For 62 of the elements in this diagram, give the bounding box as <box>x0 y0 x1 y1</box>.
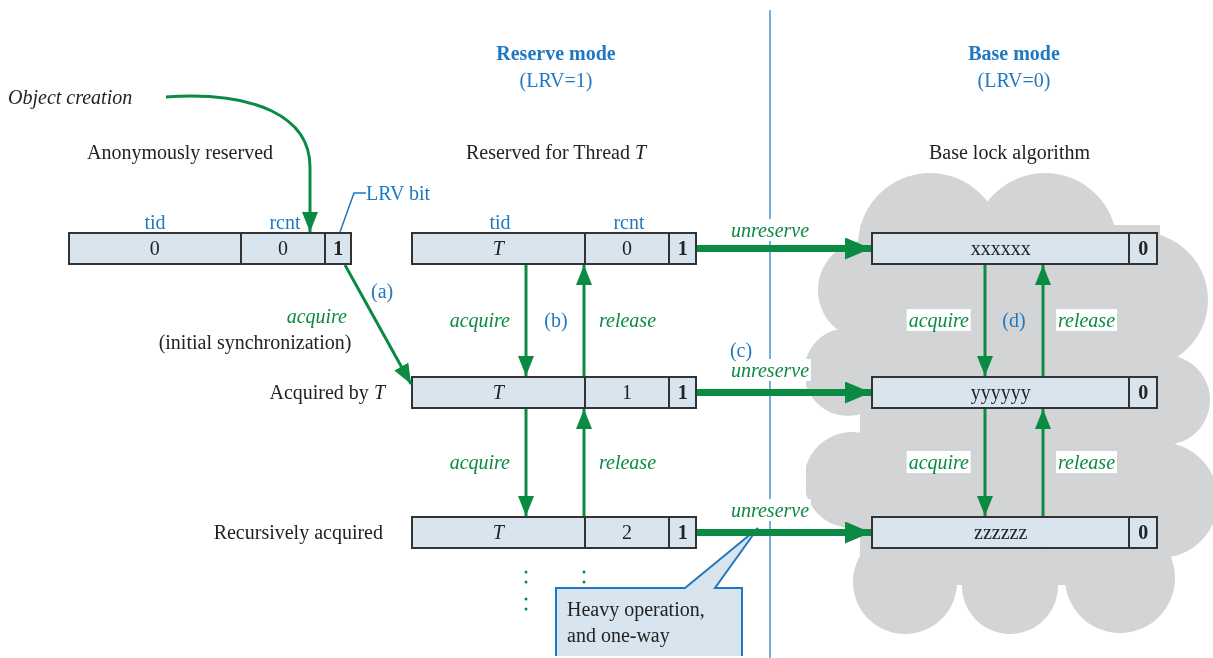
field-value: 0 <box>1128 234 1156 263</box>
field-value: T <box>491 380 506 405</box>
arrow <box>697 521 871 544</box>
field-value: T <box>491 236 506 261</box>
field-value: 2 <box>583 518 669 547</box>
arrow <box>697 381 871 404</box>
lock-word-record <box>871 516 1158 549</box>
field-value: 0 <box>1128 518 1156 547</box>
edge-label: release <box>1056 451 1117 473</box>
lock-word-record <box>411 516 697 549</box>
field-value: 1 <box>324 234 350 263</box>
edge-label: release <box>1056 309 1117 331</box>
callout-text: Heavy operation, and one-way <box>567 597 706 648</box>
state-title: Anonymously reserved <box>86 140 274 164</box>
arrow <box>977 265 993 376</box>
field-value: 0 <box>1128 378 1156 407</box>
cloud-heading: Base lock algorithm <box>928 140 1091 164</box>
field-name: rcnt <box>613 211 645 233</box>
column-subheading: (LRV=1) <box>519 68 593 92</box>
callout-letter: (d) <box>1002 308 1026 332</box>
arrow <box>165 94 318 232</box>
callout-letter: (a) <box>371 279 394 303</box>
arrow <box>977 409 993 516</box>
arrow <box>697 237 871 260</box>
column-heading: Reserve mode <box>496 41 616 65</box>
annotation-text: Object creation <box>8 84 133 110</box>
field-value: yyyyyy <box>969 380 1032 406</box>
state-title: Reserved for Thread T <box>465 140 647 164</box>
field-value: 0 <box>583 234 669 263</box>
edge-label: acquire <box>906 451 971 473</box>
field-value: 1 <box>668 518 695 547</box>
arrow <box>518 409 534 516</box>
state-title: Acquired by T <box>269 380 385 404</box>
field-value: xxxxxx <box>969 236 1032 261</box>
field-value: 1 <box>668 378 695 407</box>
column-subheading: (LRV=0) <box>977 68 1051 92</box>
state-title: Recursively acquired <box>213 520 383 544</box>
field-name: tid <box>144 211 166 233</box>
field-value: zzzzzz <box>973 520 1029 545</box>
field-value: 0 <box>148 236 161 261</box>
lock-word-record <box>411 376 697 409</box>
leader-line <box>339 192 367 233</box>
lock-word-record <box>871 376 1158 409</box>
field-value: T <box>491 520 506 545</box>
callout-text: LRV bit <box>366 181 431 205</box>
field-value: 0 <box>239 234 325 263</box>
arrow <box>518 265 534 376</box>
lock-word-record <box>871 232 1158 265</box>
arrow <box>343 264 413 385</box>
column-heading: Base mode <box>968 41 1060 65</box>
field-value: 1 <box>583 378 669 407</box>
arrow <box>576 409 592 516</box>
callout-letter: (c) <box>729 338 753 362</box>
edge-label: acquire <box>906 309 971 331</box>
transition-note: (initial synchronization) <box>158 330 352 354</box>
callout-letter: (b) <box>544 308 568 332</box>
arrow <box>1035 409 1051 516</box>
arrow <box>1035 265 1051 376</box>
arrow <box>576 265 592 376</box>
field-name: tid <box>489 211 511 233</box>
field-value: 1 <box>668 234 695 263</box>
field-name: rcnt <box>269 211 301 233</box>
